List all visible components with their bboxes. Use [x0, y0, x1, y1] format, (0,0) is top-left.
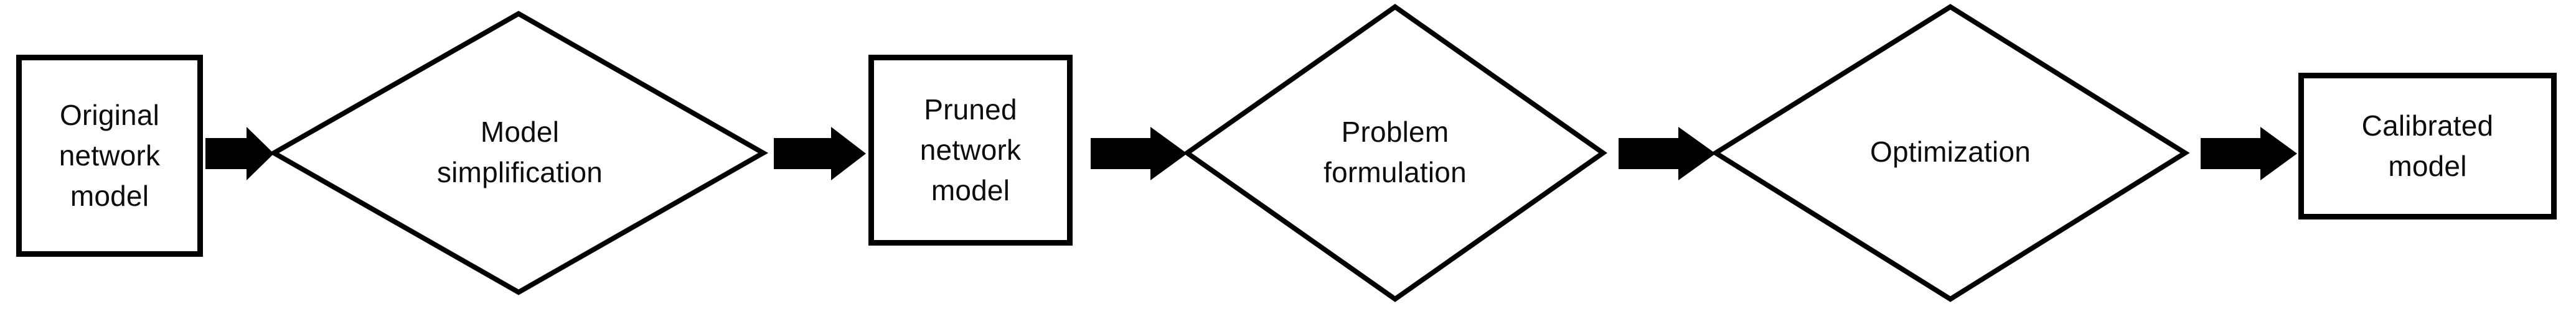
- node-shape-model-simplification[interactable]: [268, 11, 769, 295]
- arrow-icon-2: [774, 127, 866, 180]
- node-shape-calibrated-model[interactable]: [2298, 73, 2557, 219]
- node-shape-optimization[interactable]: [1711, 4, 2190, 302]
- arrow-icon-5: [2201, 127, 2297, 180]
- node-shape-problem-formulation[interactable]: [1183, 4, 1607, 302]
- node-shape-original-network-model[interactable]: [16, 55, 203, 257]
- node-shape-pruned-network-model[interactable]: [868, 55, 1073, 246]
- arrow-icon-1: [205, 127, 274, 180]
- arrow-icon-3: [1091, 127, 1187, 180]
- arrow-icon-4: [1619, 127, 1716, 180]
